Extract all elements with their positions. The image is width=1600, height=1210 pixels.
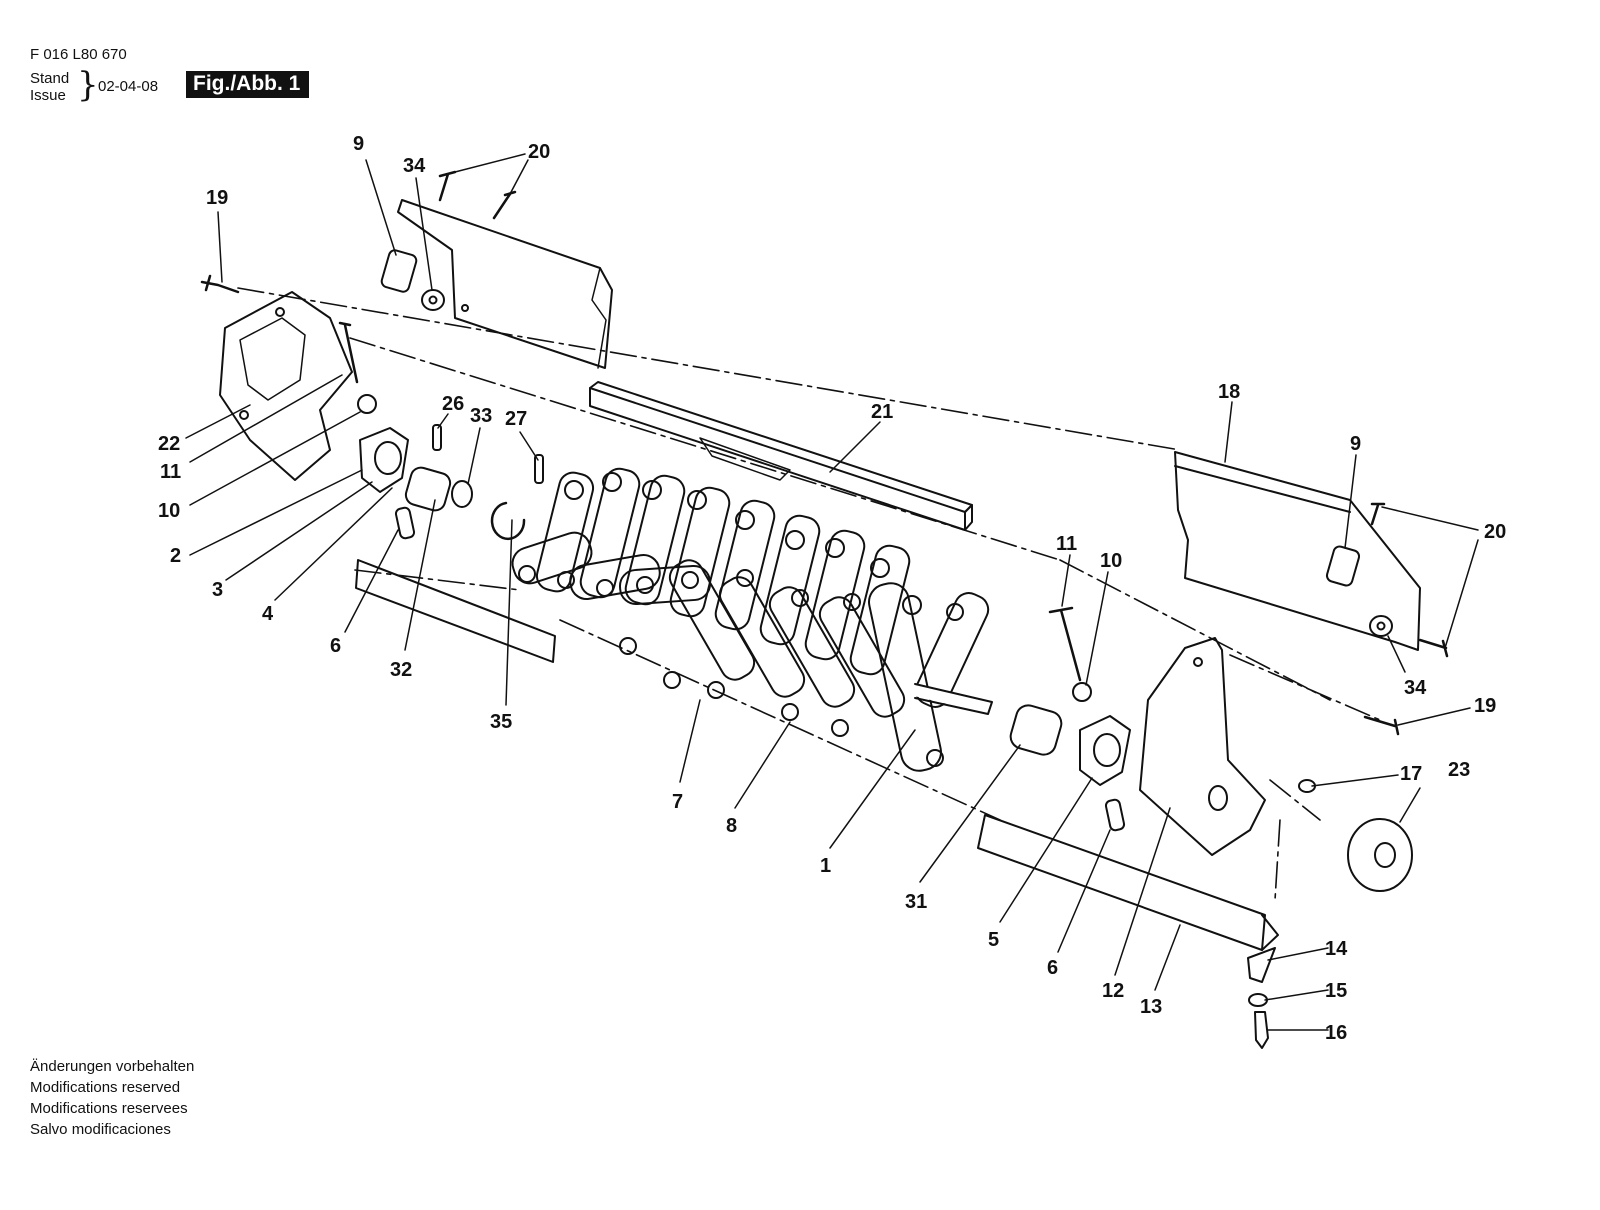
- part-number: F 016 L80 670: [30, 46, 127, 63]
- note-spanish: Salvo modificaciones: [30, 1121, 171, 1138]
- issue-label: Issue: [30, 87, 66, 104]
- callout-15: 15: [1325, 980, 1347, 1002]
- rotor-shaft-end: [914, 683, 993, 715]
- plate-bore: [1208, 785, 1228, 811]
- rotor-shaft-end-fill: [909, 684, 996, 714]
- callout-2: 2: [170, 545, 181, 567]
- callout-7: 7: [672, 791, 683, 813]
- callout-5: 5: [988, 929, 999, 951]
- right-side-plate: [1139, 637, 1266, 856]
- callout-4: 4: [262, 603, 274, 625]
- callout-11-right: 11: [1056, 533, 1077, 555]
- callout-35: 35: [490, 711, 512, 733]
- callout-19: 19: [206, 187, 228, 209]
- callout-22: 22: [158, 433, 180, 455]
- plate-hole: [1193, 657, 1203, 667]
- callout-13: 13: [1140, 996, 1162, 1018]
- lower-blade-bar-right: [977, 814, 1266, 951]
- blade-bar-end: [1261, 914, 1279, 951]
- callout-26: 26: [442, 393, 464, 415]
- right-cover-plate: [1174, 451, 1421, 651]
- pulley-wheel: [1347, 818, 1413, 892]
- callout-33: 33: [470, 405, 492, 427]
- callout-34: 34: [403, 155, 426, 177]
- callout-10: 10: [158, 500, 180, 522]
- callout-20-right: 20: [1484, 521, 1506, 543]
- callout-21: 21: [871, 401, 893, 423]
- modification-notes: Änderungen vorbehalten Modifications res…: [30, 1056, 194, 1140]
- cover-break-line: [591, 267, 607, 369]
- callout-6-right: 6: [1047, 957, 1058, 979]
- callout-32: 32: [390, 659, 412, 681]
- stand-label: Stand: [30, 70, 70, 87]
- callout-6: 6: [330, 635, 341, 657]
- callout-27: 27: [505, 408, 527, 430]
- plate-hole: [275, 307, 285, 317]
- callout-numbers: 9 34 20 19 22 11 10 2 3 4 6 32 26 33 27 …: [158, 133, 1506, 1044]
- note-english: Modifications reserved: [30, 1079, 181, 1096]
- hardware-parts: [200, 170, 1449, 1049]
- left-side-plate: [219, 291, 353, 481]
- cover-hole: [461, 304, 469, 312]
- callout-3: 3: [212, 579, 223, 601]
- shaft-end: [964, 504, 973, 531]
- stand-issue-label: Stand Issue: [30, 70, 69, 104]
- tine-rotor-links: [511, 467, 990, 772]
- callout-18: 18: [1218, 381, 1240, 403]
- callout-11: 11: [160, 461, 181, 483]
- figure-label: Fig./Abb. 1: [186, 71, 310, 98]
- issue-date: 02-04-08: [98, 78, 159, 95]
- callout-9-right: 9: [1350, 433, 1361, 455]
- callout-23: 23: [1448, 759, 1470, 781]
- callout-20: 20: [528, 141, 550, 163]
- lower-blade-bar: [355, 559, 556, 663]
- callout-10-right: 10: [1100, 550, 1122, 572]
- callout-34-right: 34: [1404, 677, 1427, 699]
- left-plate-recess: [239, 317, 306, 401]
- callout-17: 17: [1400, 763, 1422, 785]
- callout-16: 16: [1325, 1022, 1347, 1044]
- top-cover-plate: [397, 199, 613, 369]
- note-german: Änderungen vorbehalten: [30, 1058, 195, 1075]
- callout-31: 31: [905, 891, 927, 913]
- note-french: Modifications reservees: [30, 1100, 188, 1117]
- callout-12: 12: [1102, 980, 1124, 1002]
- cover-edge: [1174, 465, 1351, 513]
- shaft-top-face: [589, 381, 973, 513]
- callout-19-right: 19: [1474, 695, 1496, 717]
- callout-14: 14: [1325, 938, 1348, 960]
- plate-hole: [239, 410, 249, 420]
- assembly-axis-lines: [237, 287, 1381, 901]
- shaft-slot: [699, 437, 791, 481]
- callout-1: 1: [820, 855, 831, 877]
- callout-9: 9: [353, 133, 364, 155]
- brace-glyph: }: [77, 65, 99, 105]
- callout-8: 8: [726, 815, 737, 837]
- callout-leader-lines: [185, 153, 1479, 1031]
